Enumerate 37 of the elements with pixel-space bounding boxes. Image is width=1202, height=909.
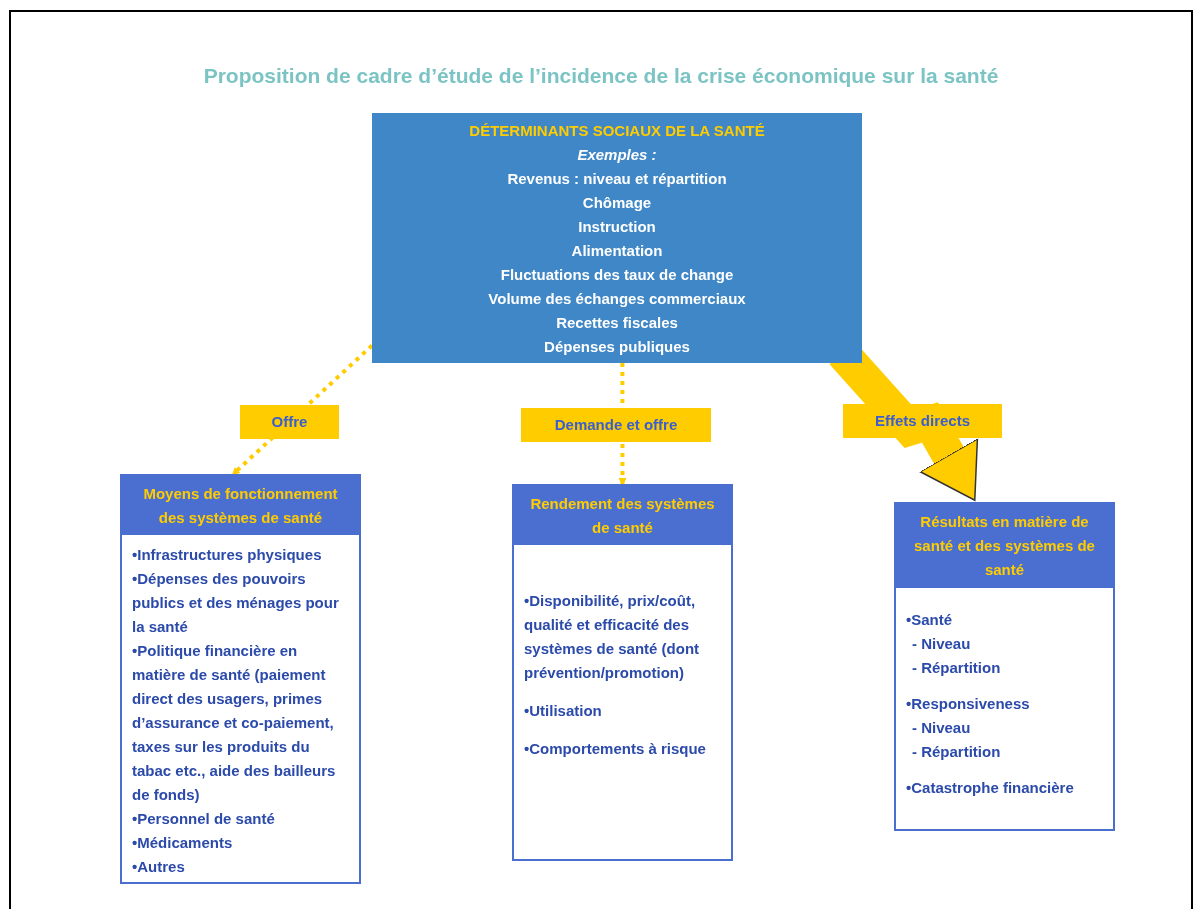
list-item: •Politique financière en matière de santé (paiement direct des usagers, primes d’assurance et co-paiement, taxes sur les produits du tabac etc., aide des bailleurs de fonds) bbox=[132, 641, 337, 805]
list-item: Chômage bbox=[582, 193, 652, 213]
subheading: Exemples : bbox=[577, 145, 657, 165]
list-item: •Catastrophe financière bbox=[906, 778, 1075, 798]
list-item: Alimentation bbox=[571, 241, 663, 261]
list-item: •Autres bbox=[132, 857, 186, 877]
edge-label: Offre bbox=[240, 405, 339, 439]
diagram-title: Proposition de cadre d’étude de l’incidence de la crise économique sur la santé bbox=[202, 63, 1000, 89]
list-item: Recettes fiscales bbox=[556, 313, 678, 333]
list-item: •Dépenses des pouvoirs publics et des ménages pour la santé bbox=[132, 569, 340, 637]
list-item: - Niveau bbox=[911, 718, 972, 738]
list-item: •Utilisation bbox=[524, 701, 603, 721]
process-box bbox=[372, 113, 862, 363]
list-item: Dépenses publiques bbox=[544, 337, 690, 357]
list-item: Fluctuations des taux de change bbox=[500, 265, 734, 285]
box-heading: Rendement des systèmes de santé bbox=[514, 486, 731, 545]
process-box bbox=[512, 484, 733, 861]
box-heading: Résultats en matière de santé et des systèmes de santé bbox=[896, 504, 1113, 588]
list-item: •Médicaments bbox=[132, 833, 234, 853]
list-item: •Disponibilité, prix/coût, qualité et efficacité des systèmes de santé (dont prévention/promotion) bbox=[524, 591, 701, 683]
box-heading: DÉTERMINANTS SOCIAUX DE LA SANTÉ bbox=[469, 121, 765, 141]
list-item: •Santé bbox=[906, 610, 954, 630]
box-heading: Moyens de fonctionnement des systèmes de santé bbox=[122, 476, 359, 535]
edge-label: Demande et offre bbox=[521, 408, 711, 442]
list-item: - Répartition bbox=[911, 658, 1002, 678]
list-item: Volume des échanges commerciaux bbox=[488, 289, 746, 309]
list-item: •Personnel de santé bbox=[132, 809, 276, 829]
list-item: •Responsiveness bbox=[906, 694, 1031, 714]
process-box bbox=[120, 474, 361, 884]
list-item: - Répartition bbox=[911, 742, 1002, 762]
list-item: Instruction bbox=[578, 217, 656, 237]
list-item: Revenus : niveau et répartition bbox=[507, 169, 727, 189]
process-box bbox=[894, 502, 1115, 831]
list-item: •Comportements à risque bbox=[524, 739, 707, 759]
list-item: - Niveau bbox=[911, 634, 972, 654]
list-item: •Infrastructures physiques bbox=[132, 545, 323, 565]
edge-label: Effets directs bbox=[843, 404, 1002, 438]
